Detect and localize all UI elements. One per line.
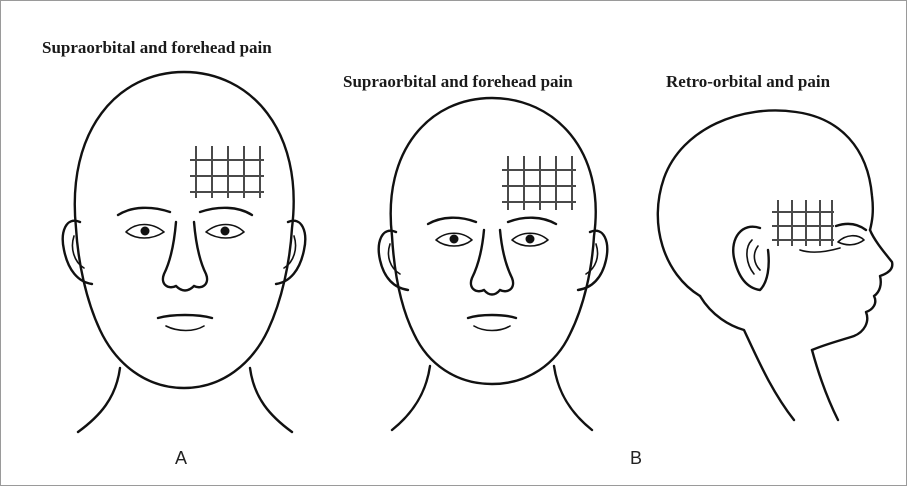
eyebrow-left-b [428, 218, 476, 224]
side-eye [838, 236, 864, 245]
head-outline-b [391, 98, 596, 384]
front-head-a [63, 72, 305, 432]
eyebrow-right-a [200, 208, 252, 215]
side-neck-front [812, 350, 838, 420]
lip-a [166, 326, 204, 331]
pain-grid-a [190, 146, 264, 198]
side-ear-inner-2 [754, 246, 760, 270]
neck-right-b [554, 366, 592, 430]
nose-a [163, 222, 207, 291]
mouth-b [468, 315, 516, 318]
side-ear [733, 227, 768, 290]
neck-right-a [250, 368, 292, 432]
nose-b [471, 230, 513, 295]
neck-left-a [78, 368, 120, 432]
pain-grid-side [772, 200, 834, 246]
side-neck-back [700, 296, 794, 420]
lip-b [474, 326, 510, 331]
head-outline-a [75, 72, 294, 388]
mouth-a [158, 315, 212, 318]
pupil-left-a [141, 227, 150, 236]
side-head-outline [658, 110, 873, 296]
side-ear-inner [747, 240, 754, 274]
pain-grid-b [502, 156, 576, 210]
pupil-left-b [450, 235, 459, 244]
pupil-right-b [526, 235, 535, 244]
neck-left-b [392, 366, 430, 430]
front-head-b [379, 98, 607, 430]
side-head [658, 110, 893, 420]
eyebrow-right-b [508, 218, 556, 224]
side-cheek [800, 248, 840, 252]
pupil-right-a [221, 227, 230, 236]
eyebrow-left-a [118, 208, 170, 215]
side-face-profile [812, 230, 892, 350]
side-eyebrow [836, 224, 866, 230]
